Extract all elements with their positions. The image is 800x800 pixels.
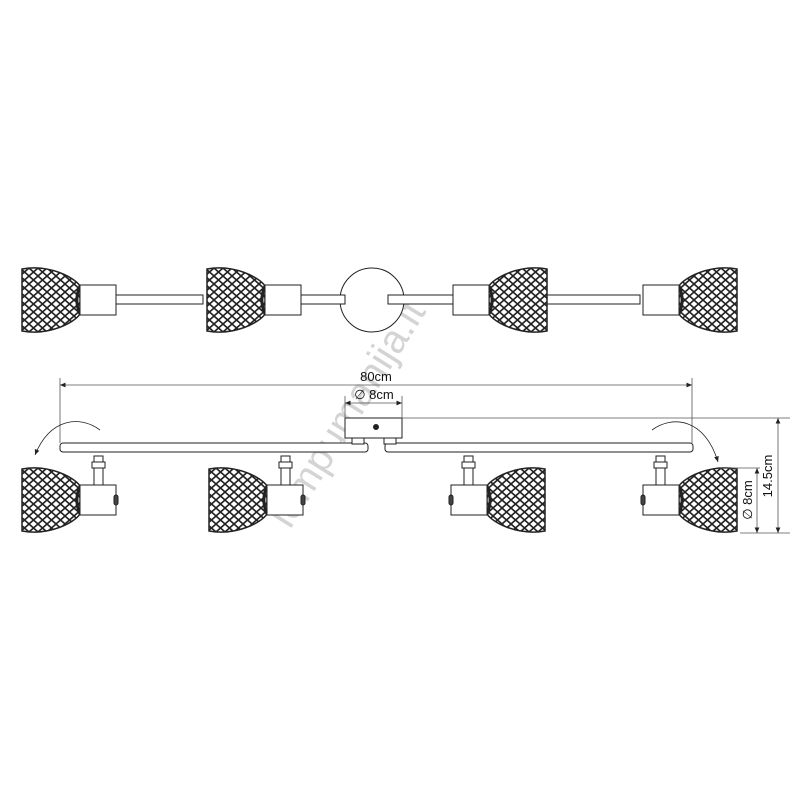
lamp-holder — [266, 484, 304, 516]
lamp-holder — [450, 484, 488, 516]
top-view — [21, 267, 738, 333]
dimension-lines — [34, 378, 790, 534]
lamp-holder — [642, 284, 680, 316]
mesh-shade — [678, 267, 738, 333]
mesh-shade — [488, 267, 548, 333]
lamp-holder — [452, 284, 490, 316]
lamp-holder — [264, 284, 302, 316]
swivel-joint — [461, 461, 476, 469]
spotlight — [21, 455, 119, 533]
arm-rod — [387, 294, 454, 305]
shade-rim — [262, 485, 269, 515]
swivel-joint — [653, 461, 668, 469]
canopy-diameter-label: ∅ 8cm — [354, 387, 394, 402]
side-view — [21, 417, 738, 533]
holder-knob — [640, 494, 646, 506]
spotlight — [640, 455, 738, 533]
mesh-shade — [206, 267, 266, 333]
shade-rim — [677, 285, 684, 315]
spotlight — [448, 455, 546, 533]
arm-rod — [544, 294, 641, 305]
mesh-shade — [486, 467, 546, 533]
lamp-holder — [642, 484, 680, 516]
shade-rim — [677, 485, 684, 515]
holder-knob — [113, 494, 119, 506]
shade-rim — [487, 285, 494, 315]
arm-rod — [299, 294, 346, 305]
height-label: 14.5cm — [760, 455, 775, 498]
length-label: 80cm — [360, 369, 392, 384]
bar-right — [384, 442, 694, 453]
spotlight — [642, 267, 738, 333]
swivel-stem — [463, 455, 474, 487]
spotlight — [208, 455, 306, 533]
bar-left — [59, 442, 369, 453]
lamp-holder — [79, 284, 117, 316]
holder-knob — [300, 494, 306, 506]
spotlight — [452, 267, 548, 333]
shade-diameter-label: ∅ 8cm — [740, 480, 755, 520]
swivel-stem — [280, 455, 291, 487]
swivel-joint — [278, 461, 293, 469]
lamp-holder — [79, 484, 117, 516]
swivel-joint — [91, 461, 106, 469]
shade-rim — [75, 285, 82, 315]
arm-rod — [114, 294, 204, 305]
spotlight — [21, 267, 117, 333]
mesh-shade — [678, 467, 738, 533]
spotlight — [206, 267, 302, 333]
mesh-shade — [21, 267, 81, 333]
shade-rim — [485, 485, 492, 515]
swivel-stem — [655, 455, 666, 487]
mesh-shade — [208, 467, 268, 533]
canopy-screw — [373, 424, 379, 430]
holder-knob — [448, 494, 454, 506]
shade-rim — [260, 285, 267, 315]
mesh-shade — [21, 467, 81, 533]
shade-rim — [75, 485, 82, 515]
swivel-stem — [93, 455, 104, 487]
